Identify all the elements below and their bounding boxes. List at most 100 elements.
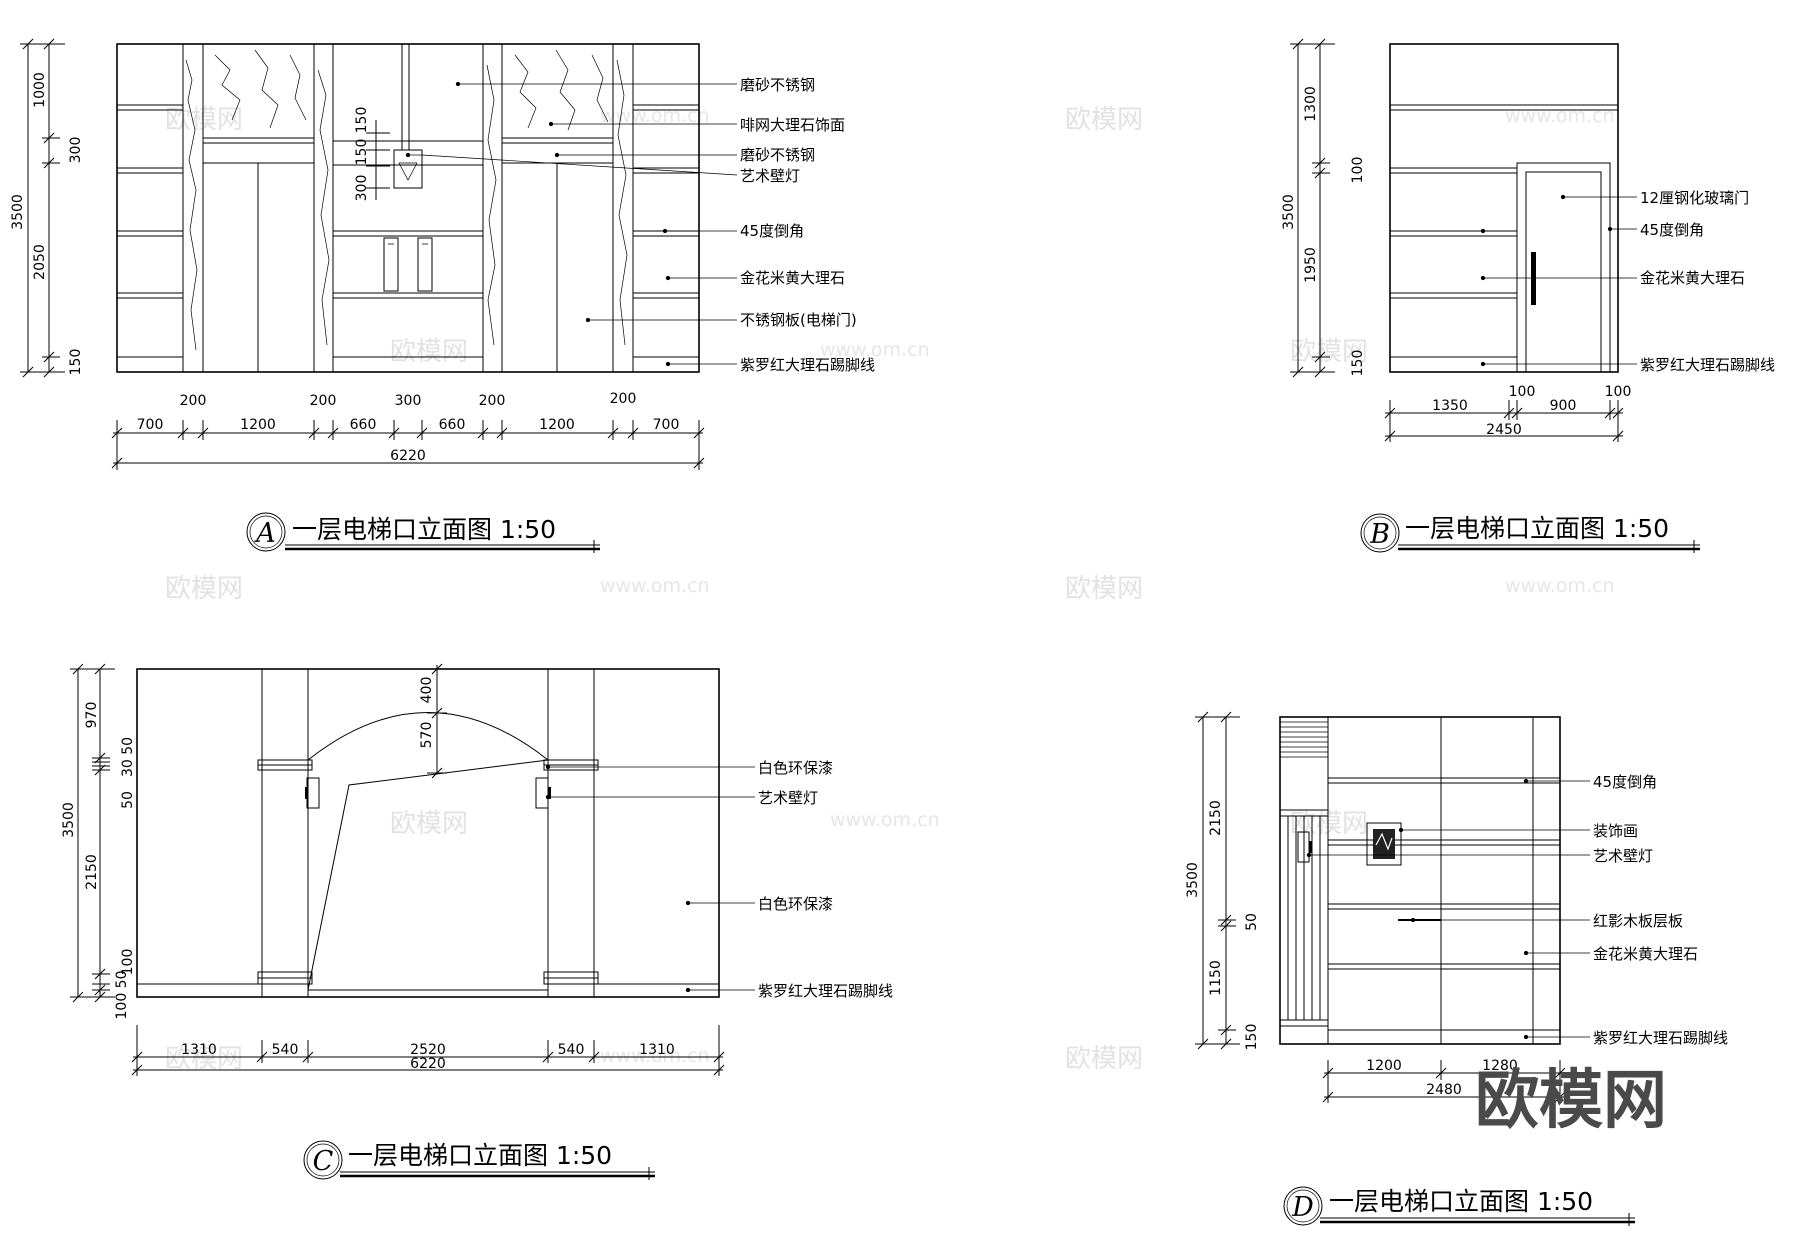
dim-1300: 1300 <box>1303 86 1319 122</box>
label-beige-marble: 金花米黄大理石 <box>1640 269 1745 287</box>
dim-2520: 2520 <box>410 1042 446 1058</box>
watermark-brand: 欧模网 <box>390 809 468 839</box>
dim-570: 570 <box>419 722 435 749</box>
dim-540-right: 540 <box>558 1042 585 1058</box>
label-chamfer: 45度倒角 <box>740 222 804 240</box>
watermark-url: www.om.cn <box>820 339 930 361</box>
label-art-wall-lamp: 艺术壁灯 <box>758 789 818 807</box>
dim-660-left: 660 <box>350 417 377 433</box>
dim-700-right: 700 <box>653 417 680 433</box>
dim-150-base: 150 <box>68 349 84 376</box>
decorative-painting-icon <box>1366 822 1402 866</box>
dim-150: 150 <box>1244 1024 1260 1051</box>
dim-30-50: 30 50 <box>120 737 136 777</box>
label-coffee-marble: 啡网大理石饰面 <box>740 116 845 134</box>
dim-1280: 1280 <box>1482 1058 1518 1074</box>
label-art-wall-lamp: 艺术壁灯 <box>740 167 800 185</box>
label-chamfer: 45度倒角 <box>1640 221 1704 239</box>
watermark-brand: 欧模网 <box>390 337 468 367</box>
dim-660-right: 660 <box>439 417 466 433</box>
label-skirting: 紫罗红大理石踢脚线 <box>740 356 875 374</box>
watermarks: 欧模网 www.om.cn 欧模网 www.om.cn 欧模网 www.om.c… <box>165 105 1615 1074</box>
dim-1950: 1950 <box>1303 247 1319 283</box>
dim-total-height: 3500 <box>10 194 26 230</box>
watermark-brand: 欧模网 <box>1065 105 1143 135</box>
view-letter: D <box>1291 1192 1314 1223</box>
dim-upper: 1000 <box>32 72 48 108</box>
dim-150-b: 150 <box>354 139 370 166</box>
dim-100: 100 <box>120 949 136 976</box>
dim-total-width: 6220 <box>390 448 426 464</box>
dim-1310-left: 1310 <box>181 1042 217 1058</box>
label-beige-marble: 金花米黄大理石 <box>1593 945 1698 963</box>
watermark-url: www.om.cn <box>1505 575 1615 597</box>
view-title: 一层电梯口立面图 1:50 <box>1405 514 1669 543</box>
view-title: 一层电梯口立面图 1:50 <box>348 1141 612 1170</box>
dim-900: 900 <box>1550 398 1577 414</box>
dim-2050: 2050 <box>32 244 48 280</box>
view-letter: A <box>253 518 276 549</box>
dim-total-width: 2480 <box>1426 1082 1462 1098</box>
label-art-wall-lamp: 艺术壁灯 <box>1593 847 1653 865</box>
dim-total-height: 3500 <box>61 802 77 838</box>
dim-200-a: 200 <box>180 393 207 409</box>
view-letter: B <box>1369 519 1390 550</box>
dim-150-a: 150 <box>354 107 370 134</box>
dim-50: 50 <box>1244 913 1260 931</box>
elevation-d: 45度倒角 装饰画 艺术壁灯 红影木板层板 金花米黄大理石 紫罗红大理石踢脚线 … <box>1185 711 1728 1226</box>
dim-2150: 2150 <box>1208 800 1224 836</box>
dim-100-b: 100 <box>1605 384 1632 400</box>
label-beige-marble: 金花米黄大理石 <box>740 269 845 287</box>
dim-1200-right: 1200 <box>539 417 575 433</box>
label-brushed-steel-2: 磨砂不锈钢 <box>740 146 815 164</box>
door-handle-icon <box>1531 252 1536 305</box>
dim-700-left: 700 <box>137 417 164 433</box>
view-letter: C <box>313 1146 334 1177</box>
label-brushed-steel: 磨砂不锈钢 <box>740 76 815 94</box>
elevation-a: 磨砂不锈钢 啡网大理石饰面 磨砂不锈钢 艺术壁灯 45度倒角 金花米黄大理石 不… <box>10 38 875 553</box>
dim-150: 150 <box>1350 350 1366 377</box>
dim-total-height: 3500 <box>1185 862 1201 898</box>
art-wall-lamp-icon <box>535 777 549 809</box>
dim-total-width: 6220 <box>410 1056 446 1072</box>
view-title: 一层电梯口立面图 1:50 <box>1329 1187 1593 1216</box>
dim-total-height: 3500 <box>1281 194 1297 230</box>
watermark-brand: 欧模网 <box>165 574 243 604</box>
dim-1350: 1350 <box>1432 398 1468 414</box>
dim-100-50: 100 50 <box>114 971 130 1020</box>
dim-1200: 1200 <box>1366 1058 1402 1074</box>
watermark-brand: 欧模网 <box>1290 809 1368 839</box>
dim-1150: 1150 <box>1208 960 1224 996</box>
watermark-brand: 欧模网 <box>1290 337 1368 367</box>
dim-50: 50 <box>120 791 136 809</box>
dim-100-a: 100 <box>1509 384 1536 400</box>
dim-970: 970 <box>84 702 100 729</box>
dim-1200-left: 1200 <box>240 417 276 433</box>
dim-300: 300 <box>68 137 84 164</box>
label-wood-shelf: 红影木板层板 <box>1593 912 1683 930</box>
watermark-brand: 欧模网 <box>165 1044 243 1074</box>
label-white-paint: 白色环保漆 <box>758 759 833 777</box>
dim-540-left: 540 <box>272 1042 299 1058</box>
call-button-panel-icon <box>383 237 399 292</box>
dim-300-mid: 300 <box>395 393 422 409</box>
dim-200-b: 200 <box>310 393 337 409</box>
label-decorative-painting: 装饰画 <box>1593 822 1638 840</box>
label-chamfer: 45度倒角 <box>1593 773 1657 791</box>
dim-total-width: 2450 <box>1486 422 1522 438</box>
watermark-logo: 欧模网 <box>1475 1064 1667 1138</box>
glass-door <box>1525 171 1602 373</box>
watermark-url: www.om.cn <box>830 809 940 831</box>
dim-400: 400 <box>419 677 435 704</box>
elevation-b: 12厘钢化玻璃门 45度倒角 金花米黄大理石 紫罗红大理石踢脚线 3500 13… <box>1281 38 1775 553</box>
watermark-url: www.om.cn <box>600 1045 710 1067</box>
label-skirting: 紫罗红大理石踢脚线 <box>1640 356 1775 374</box>
view-title: 一层电梯口立面图 1:50 <box>292 515 556 544</box>
art-wall-lamp-icon <box>393 149 423 189</box>
watermark-brand: 欧模网 <box>1065 574 1143 604</box>
elevation-c: 400 570 白色环保漆 艺术壁灯 白色环保漆 紫罗红大理石踢脚线 3500 … <box>61 663 893 1180</box>
label-skirting: 紫罗红大理石踢脚线 <box>758 982 893 1000</box>
call-button-panel-icon <box>417 237 433 292</box>
